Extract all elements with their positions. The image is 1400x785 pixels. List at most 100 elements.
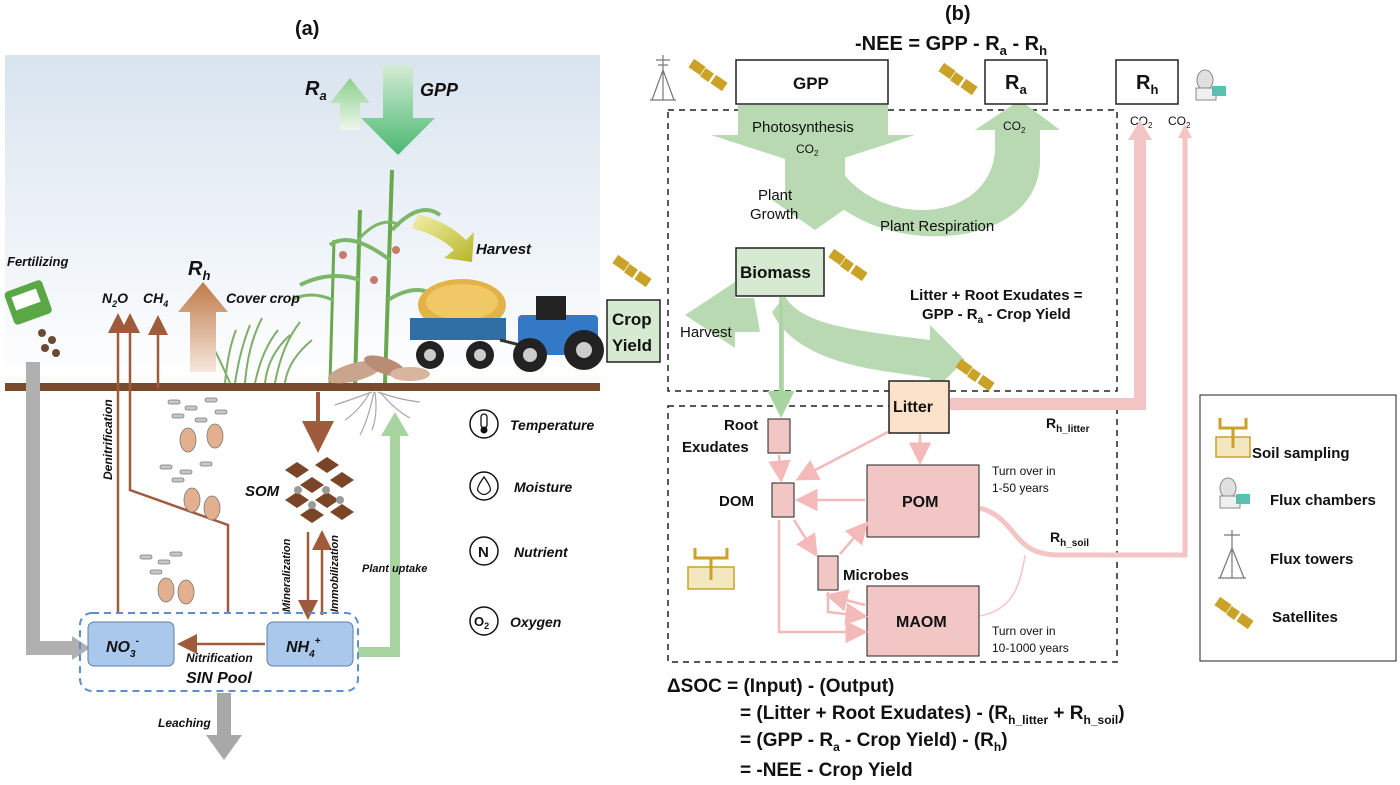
- rh-box-label: Rh: [1136, 72, 1158, 97]
- svg-text:Moisture: Moisture: [514, 479, 573, 495]
- biomass-label: Biomass: [740, 263, 811, 282]
- immobilization-label: Immobilization: [329, 535, 341, 612]
- soil-sampling-icon: [687, 548, 735, 590]
- thermometer-icon: [469, 409, 499, 439]
- maom-to-rh-flow: [979, 554, 1026, 617]
- maom-turnover-line-2: 10-1000 years: [992, 641, 1069, 655]
- svg-text:Nutrient: Nutrient: [514, 544, 569, 560]
- plant-respiration-label: Plant Respiration: [880, 218, 994, 235]
- rh-soil-label: Rh_soil: [1050, 529, 1089, 549]
- nh4-label: NH4+: [286, 636, 321, 660]
- ra-arrow: [330, 78, 370, 130]
- svg-text:N: N: [478, 544, 489, 561]
- svg-text:Soil sampling: Soil sampling: [1252, 445, 1350, 462]
- rh-arrow: [178, 282, 228, 372]
- rh-litter-flow: [950, 135, 1146, 410]
- panel-a-label: (a): [295, 18, 319, 40]
- microbes-box: [817, 555, 839, 591]
- litter-box: [888, 380, 950, 434]
- flux-tower-icon: [1218, 530, 1246, 579]
- fertilizer-bag-icon: [4, 280, 60, 357]
- legend-item-flux-chambers: Flux chambers: [1219, 477, 1376, 509]
- svg-text:Flux towers: Flux towers: [1270, 551, 1353, 568]
- flux-chamber-icon: [1219, 477, 1237, 499]
- factor-temperature: Temperature: [469, 409, 595, 439]
- sin-pool-label: SIN Pool: [186, 670, 252, 687]
- ra-box: [984, 59, 1048, 105]
- dom-box: [771, 482, 795, 518]
- harvest-flow-label: Harvest: [680, 324, 733, 341]
- crop-yield-label-2: Yield: [612, 336, 652, 355]
- satellite-icon: [688, 58, 728, 92]
- rh-co2-label-2: CO2: [1168, 114, 1191, 130]
- svg-text:Temperature: Temperature: [510, 417, 595, 433]
- cover-crop: [211, 317, 313, 384]
- photosynthesis-co2-label: CO2: [796, 142, 819, 158]
- microbes-label: Microbes: [843, 567, 909, 584]
- n2o-label: N2O: [102, 290, 128, 309]
- soil-microbes: [139, 397, 228, 605]
- svg-text:Oxygen: Oxygen: [510, 614, 561, 630]
- soc-equation-line-4: = -NEE - Crop Yield: [740, 760, 913, 781]
- nh4-box: [266, 621, 354, 667]
- roots: [334, 391, 421, 436]
- soc-equation-line-1: ΔSOC = (Input) - (Output): [667, 676, 894, 697]
- pom-turnover-line-1: Turn over in: [992, 464, 1056, 478]
- harvest-label: Harvest: [476, 241, 532, 258]
- maom-label: MAOM: [896, 614, 947, 631]
- rh-box: [1115, 59, 1179, 105]
- root-exudates-box: [767, 418, 791, 454]
- crop-yield-label-1: Crop: [612, 310, 652, 329]
- fertilizer-input-arrow: [26, 362, 78, 655]
- plant-uptake-label: Plant uptake: [362, 563, 427, 575]
- legend-item-flux-towers: Flux towers: [1218, 530, 1353, 579]
- flux-tower-icon: [650, 55, 676, 101]
- factor-moisture: Moisture: [469, 471, 573, 501]
- plant-growth-label-2: Growth: [750, 206, 798, 223]
- ra-co2-label: CO2: [1003, 119, 1026, 135]
- satellite-icon-litter: [955, 358, 995, 392]
- photosynthesis-label: Photosynthesis: [752, 119, 854, 136]
- som-aggregate: [285, 457, 354, 523]
- litter-equation-line-2: GPP - Ra - Crop Yield: [922, 306, 1071, 326]
- soc-equation-line-2: = (Litter + Root Exudates) - (Rh_litter …: [740, 703, 1125, 727]
- leaching-label: Leaching: [158, 716, 211, 730]
- sky-background: [5, 55, 600, 385]
- biomass-box: [735, 247, 825, 297]
- maom-box: [866, 585, 980, 657]
- svg-text:O2: O2: [474, 614, 489, 631]
- factor-oxygen: O2 Oxygen: [469, 606, 561, 636]
- tractor-trailer: [410, 296, 604, 372]
- panel-b-label: (b): [945, 3, 971, 25]
- denitrification-label: Denitrification: [101, 399, 115, 480]
- rh-soil-flow: [979, 135, 1188, 558]
- satellite-icon-crop: [612, 254, 652, 288]
- svg-text:Satellites: Satellites: [1272, 609, 1338, 626]
- satellite-icon: [1214, 596, 1232, 614]
- gpp-arrow: [361, 65, 435, 155]
- green-flows: [685, 100, 1060, 412]
- nee-equation: -NEE = GPP - Ra - Rh: [855, 33, 1047, 58]
- ch4-label: CH4: [143, 290, 168, 309]
- dom-label: DOM: [719, 493, 754, 510]
- satellite-icon-ra: [938, 62, 978, 96]
- litter-equation-line-1: Litter + Root Exudates =: [910, 287, 1083, 304]
- mineralization-label: Mineralization: [281, 538, 293, 612]
- droplet-icon: [469, 471, 499, 501]
- harvest-arrow: [412, 214, 474, 262]
- soil-surface-line: [5, 383, 600, 391]
- fertilizing-label: Fertilizing: [7, 254, 68, 269]
- rh-litter-label: Rh_litter: [1046, 415, 1090, 435]
- root-exudates-label-1: Root: [724, 417, 758, 434]
- legend-item-soil-sampling: Soil sampling: [1215, 418, 1350, 462]
- nutrient-n-icon: [469, 536, 499, 566]
- root-exudates-label-2: Exudates: [682, 439, 749, 456]
- no3-box: [87, 621, 175, 667]
- no3-label: NO3-: [106, 636, 140, 660]
- plant-uptake-arrow: [358, 432, 400, 657]
- litter-label: Litter: [893, 399, 933, 416]
- svg-text:Flux chambers: Flux chambers: [1270, 492, 1376, 509]
- plant-pool-boundary: [667, 109, 1118, 392]
- sin-pool-box: [79, 612, 359, 692]
